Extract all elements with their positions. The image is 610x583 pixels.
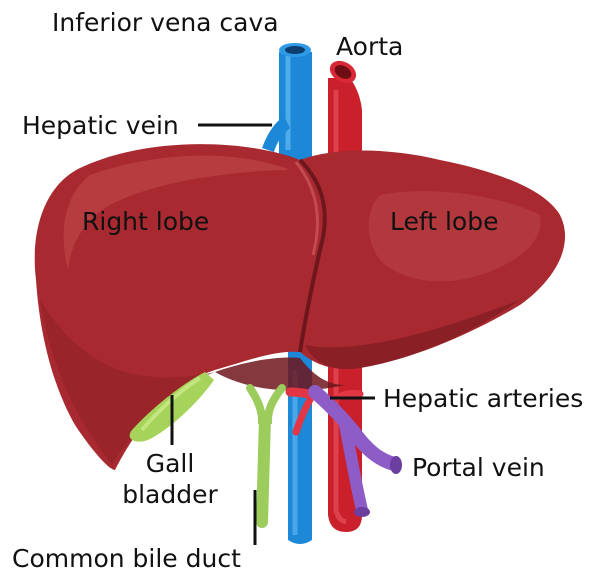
label-gall: Gall bbox=[146, 449, 195, 478]
label-right-lobe: Right lobe bbox=[82, 207, 209, 236]
label-hepatic-vein: Hepatic vein bbox=[22, 111, 179, 140]
label-bladder: bladder bbox=[122, 480, 218, 509]
label-inferior-vena-cava: Inferior vena cava bbox=[52, 8, 279, 37]
label-common-bile-duct: Common bile duct bbox=[12, 544, 241, 573]
label-left-lobe: Left lobe bbox=[390, 207, 498, 236]
label-hepatic-arteries: Hepatic arteries bbox=[383, 384, 583, 413]
label-aorta: Aorta bbox=[336, 32, 403, 61]
label-portal-vein: Portal vein bbox=[412, 453, 545, 482]
